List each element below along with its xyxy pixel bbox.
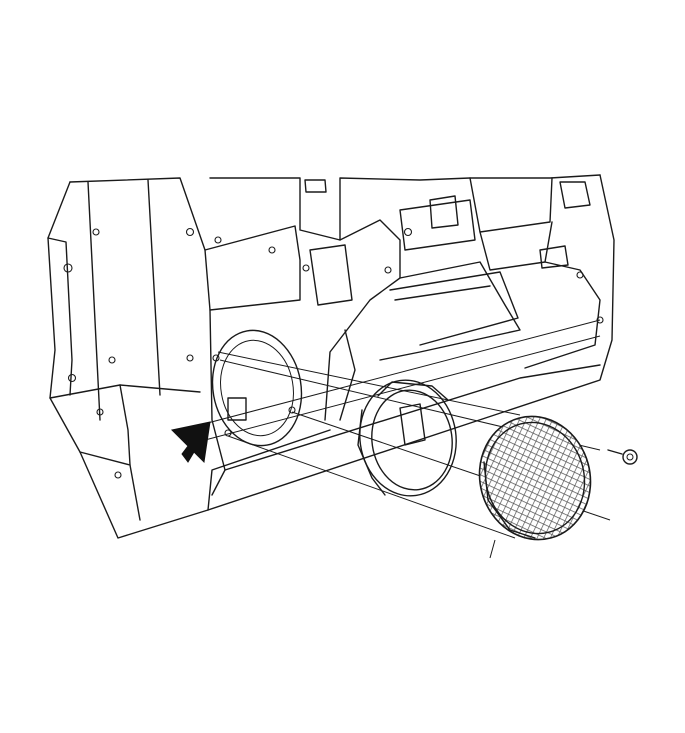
speaker-ring-bracket: [357, 379, 457, 497]
retaining-screw: [607, 449, 638, 465]
door-inner-panel: [47, 174, 615, 539]
speaker-mount-opening: [211, 329, 303, 447]
speaker-grille-cover: [478, 415, 592, 541]
front-view-arrow: [170, 421, 211, 464]
